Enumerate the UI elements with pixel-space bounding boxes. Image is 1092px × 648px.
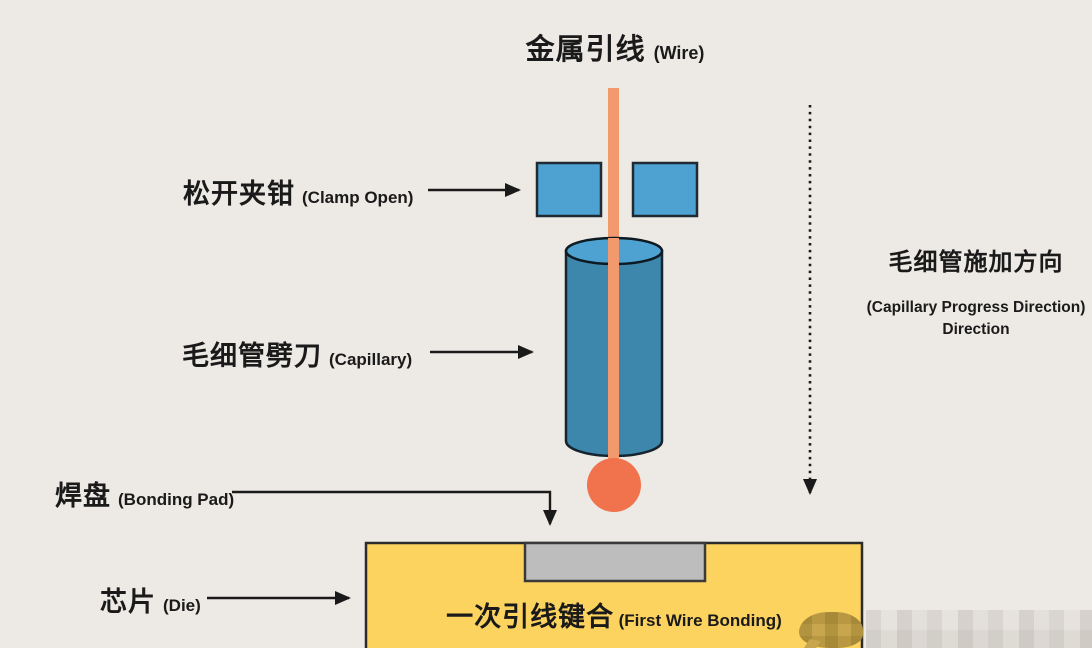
label-first-wire-bonding-zh: 一次引线键合 [446, 602, 615, 632]
label-clamp-open-zh: 松开夹钳 [183, 179, 295, 209]
bonding-pad-arrow [232, 490, 557, 526]
label-capillary-en: (Capillary) [329, 350, 413, 369]
label-capillary-direction-en1: (Capillary Progress Direction) [866, 299, 1086, 316]
label-first-wire-bonding-en: (First Wire Bonding) [618, 611, 782, 630]
label-clamp-open: 松开夹钳 (Clamp Open) [183, 172, 413, 211]
title-en: (Wire) [653, 43, 705, 63]
label-capillary-direction-en2: Direction [942, 321, 1010, 339]
bonding-pad-rect [523, 541, 707, 583]
label-capillary-direction: 毛细管施加方向 (Capillary Progress Direction) D… [848, 242, 1092, 342]
label-bonding-pad-en: (Bonding Pad) [118, 490, 235, 509]
label-die: 芯片 (Die) [100, 580, 201, 619]
label-clamp-open-en: (Clamp Open) [302, 188, 414, 207]
bond-ball [587, 458, 641, 512]
page-title: 金属引线 (Wire) [415, 26, 815, 68]
label-die-zh: 芯片 [100, 587, 156, 617]
clamp-left [535, 161, 603, 218]
label-bonding-pad: 焊盘 (Bonding Pad) [55, 474, 234, 513]
label-capillary-direction-zh: 毛细管施加方向 [888, 249, 1064, 276]
clamp-right [631, 161, 699, 218]
wire-through-capillary [608, 238, 619, 473]
censored-watermark-text [866, 610, 1092, 648]
label-capillary: 毛细管劈刀 (Capillary) [182, 334, 412, 373]
label-bonding-pad-zh: 焊盘 [55, 481, 111, 511]
title-zh: 金属引线 [525, 34, 646, 66]
label-capillary-zh: 毛细管劈刀 [182, 341, 322, 371]
label-first-wire-bonding: 一次引线键合 (First Wire Bonding) [366, 595, 862, 634]
label-die-en: (Die) [163, 596, 201, 615]
